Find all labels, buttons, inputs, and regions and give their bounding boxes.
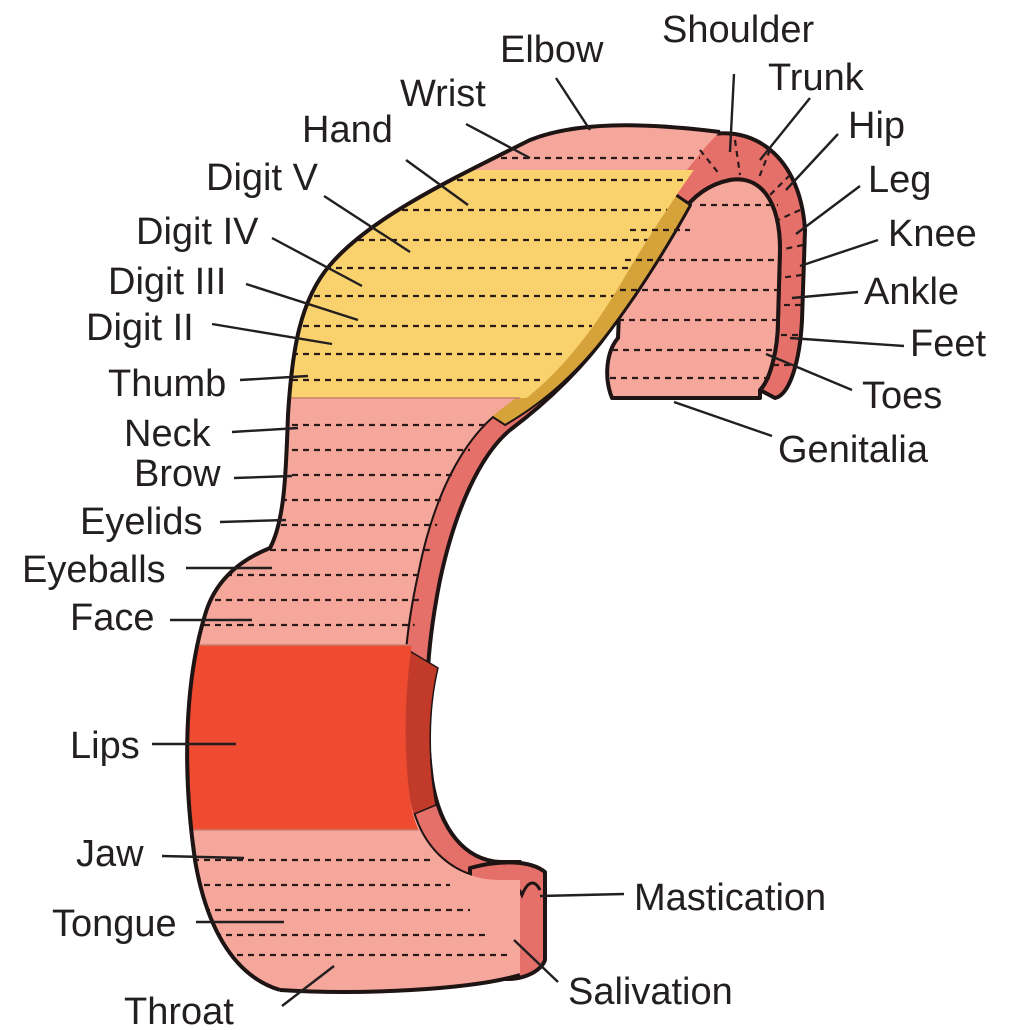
leader-leg bbox=[796, 186, 860, 234]
leader-elbow bbox=[556, 78, 590, 130]
label-hip: Hip bbox=[848, 105, 905, 147]
label-knee: Knee bbox=[888, 213, 977, 255]
leader-hip bbox=[786, 134, 838, 190]
label-leg: Leg bbox=[868, 159, 931, 201]
label-feet: Feet bbox=[910, 323, 986, 365]
label-jaw: Jaw bbox=[76, 833, 144, 875]
label-thumb: Thumb bbox=[108, 363, 226, 405]
leader-eyelids bbox=[220, 520, 286, 522]
label-digit-v: Digit V bbox=[206, 157, 319, 199]
leader-trunk bbox=[760, 98, 810, 160]
leader-knee bbox=[800, 240, 878, 266]
label-ankle: Ankle bbox=[864, 271, 959, 313]
label-toes: Toes bbox=[862, 375, 942, 417]
label-digit-iv: Digit IV bbox=[136, 211, 259, 253]
leader-feet bbox=[790, 338, 904, 346]
label-eyelids: Eyelids bbox=[80, 501, 203, 543]
label-digit-iii: Digit III bbox=[108, 261, 226, 303]
leader-wrist bbox=[466, 124, 530, 158]
leader-genitalia bbox=[674, 402, 772, 436]
label-face: Face bbox=[70, 597, 154, 639]
label-trunk: Trunk bbox=[768, 57, 865, 99]
label-elbow: Elbow bbox=[500, 29, 604, 71]
label-hand: Hand bbox=[302, 109, 393, 151]
label-shoulder: Shoulder bbox=[662, 9, 814, 51]
label-throat: Throat bbox=[124, 991, 234, 1030]
leader-mastication bbox=[540, 894, 624, 896]
label-salivation: Salivation bbox=[568, 971, 733, 1013]
label-genitalia: Genitalia bbox=[778, 429, 929, 471]
label-lips: Lips bbox=[70, 725, 140, 767]
label-eyeballs: Eyeballs bbox=[22, 549, 166, 591]
label-digit-ii: Digit II bbox=[86, 307, 194, 349]
label-wrist: Wrist bbox=[400, 73, 486, 115]
label-neck: Neck bbox=[124, 413, 212, 455]
label-mastication: Mastication bbox=[634, 877, 826, 919]
label-tongue: Tongue bbox=[52, 903, 177, 945]
label-brow: Brow bbox=[134, 453, 221, 495]
